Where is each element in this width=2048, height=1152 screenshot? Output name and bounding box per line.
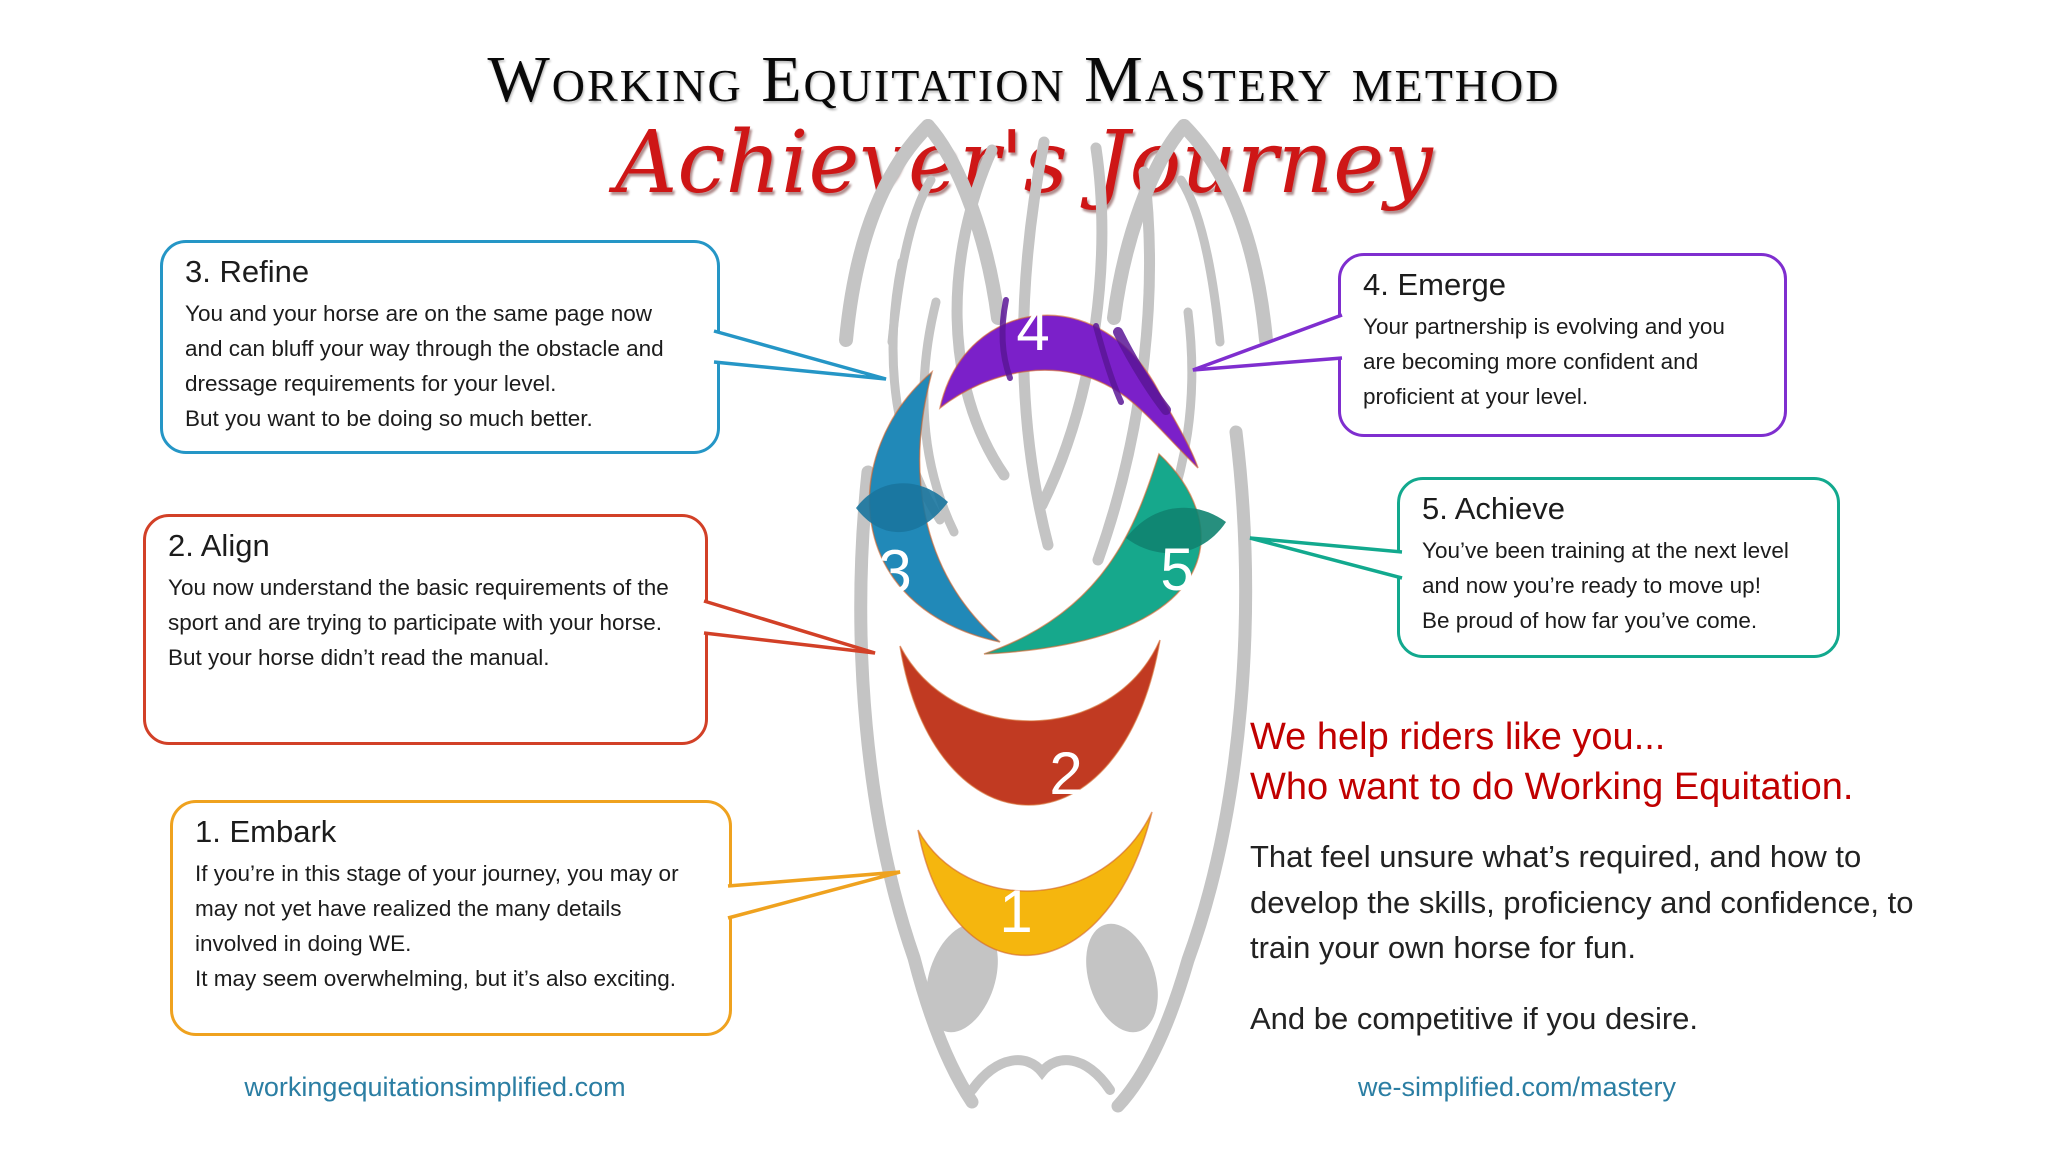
stage-2-body: You now understand the basic requirement… [168, 574, 669, 670]
horse-nostrils [926, 923, 1158, 1033]
callout-tail-stage-3 [712, 329, 887, 381]
stage-1-crescent [917, 811, 1153, 957]
stage-5-number: 5 [1160, 536, 1194, 603]
stage-3-body: You and your horse are on the same page … [185, 300, 664, 432]
cta-paragraph-1: That feel unsure what’s required, and ho… [1250, 839, 1914, 965]
stage-1-body: If you’re in this stage of your journey,… [195, 860, 679, 992]
stage-3-callout: 3. Refine You and your horse are on the … [160, 240, 720, 454]
stage-5-callout: 5. Achieve You’ve been training at the n… [1397, 477, 1840, 658]
stage-3-title: 3. Refine [185, 254, 310, 289]
callout-tail-stage-5 [1249, 536, 1404, 580]
stage-4-callout: 4. Emerge Your partnership is evolving a… [1338, 253, 1787, 437]
journey-subtitle: Achiever's Journey [615, 113, 1433, 213]
stage-5-body: You’ve been training at the next level a… [1422, 537, 1789, 633]
cta-paragraph-2: And be competitive if you desire. [1250, 1001, 1699, 1037]
callout-tail-stage-4 [1192, 313, 1344, 372]
page-title: Working Equitation Mastery method [487, 43, 1561, 116]
stage-2-number: 2 [1049, 740, 1083, 807]
stage-2-crescent [899, 639, 1161, 806]
horse-mouth [967, 1055, 1115, 1095]
cta-heading: We help riders like you... Who want to d… [1250, 716, 1854, 809]
stage-4-number: 4 [1016, 296, 1050, 363]
stage-1-title: 1. Embark [195, 814, 337, 849]
left-footer-link[interactable]: workingequitationsimplified.com [244, 1072, 626, 1102]
stage-4-title: 4. Emerge [1363, 267, 1507, 302]
horse-right-nostril [1086, 923, 1158, 1033]
journey-crescents [868, 314, 1202, 957]
stage-4-body: Your partnership is evolving and you are… [1363, 313, 1725, 409]
stage-1-callout: 1. Embark If you’re in this stage of you… [170, 800, 732, 1036]
stage-2-title: 2. Align [168, 528, 270, 563]
horse-left-nostril [926, 923, 998, 1033]
horse-right-cheek [1111, 425, 1253, 1113]
right-footer-link[interactable]: we-simplified.com/mastery [1357, 1072, 1677, 1102]
cta-block: We help riders like you... Who want to d… [1250, 712, 1950, 1041]
stage-2-callout: 2. Align You now understand the basic re… [143, 514, 708, 745]
callout-tail-stage-1 [726, 870, 901, 920]
horse-left-eye [856, 483, 948, 533]
stage-5-title: 5. Achieve [1422, 491, 1566, 526]
callout-tail-stage-2 [702, 599, 876, 655]
horse-outline [839, 119, 1273, 1113]
stage-1-number: 1 [999, 878, 1033, 945]
stage-3-number: 3 [878, 538, 912, 605]
stage-4-crescent [938, 314, 1199, 469]
